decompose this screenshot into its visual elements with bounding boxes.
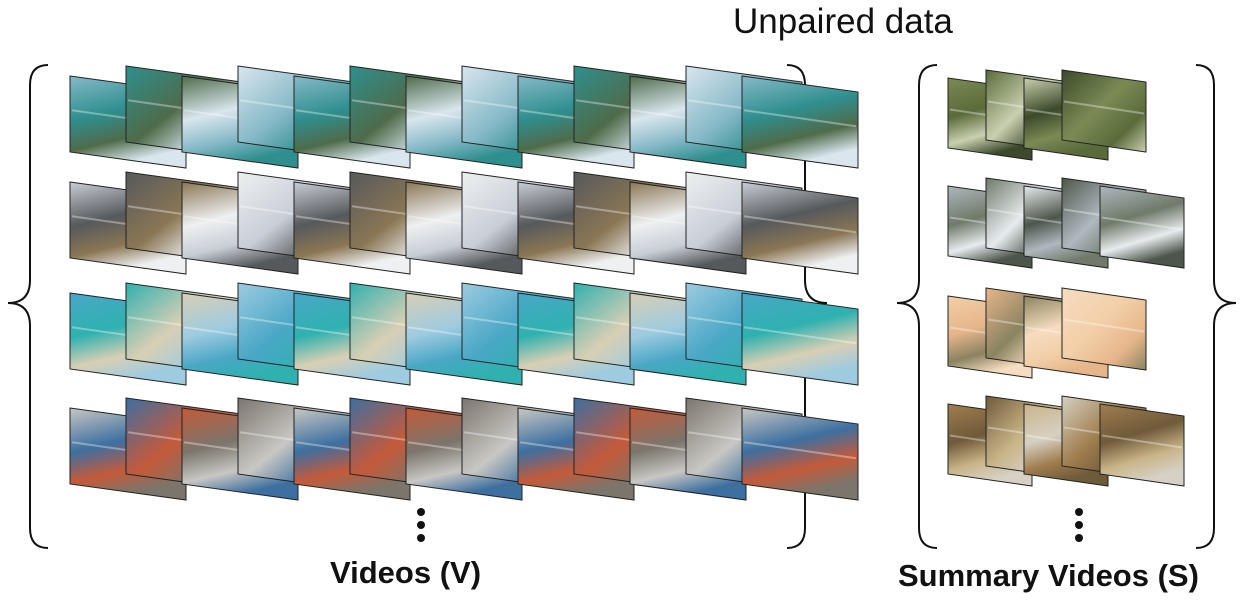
frame-horizon <box>1063 100 1145 115</box>
videos-row-pier-harbor-construction <box>69 171 859 275</box>
frame-horizon <box>1101 216 1183 231</box>
video-frame <box>741 292 859 386</box>
video-frame <box>741 75 859 169</box>
summary-row-flight-wing <box>947 177 1185 269</box>
frame-horizon <box>743 326 857 345</box>
videos-row-amusement-park <box>69 397 859 501</box>
videos-ellipsis <box>417 508 425 542</box>
summary-ellipsis <box>1075 508 1083 542</box>
video-frame <box>741 407 859 501</box>
videos-collection <box>69 65 859 501</box>
summary-row-forest <box>947 69 1147 161</box>
video-frame <box>741 181 859 275</box>
frame-horizon <box>1101 434 1183 449</box>
video-frame <box>1099 185 1185 269</box>
video-frame <box>1061 69 1147 153</box>
figure-title: Unpaired data <box>733 2 953 41</box>
frame-horizon <box>1063 318 1145 333</box>
summary-right-brace <box>1195 64 1237 549</box>
summary-left-brace <box>896 64 938 549</box>
summary-collection <box>947 69 1185 487</box>
frame-horizon <box>743 441 857 460</box>
frame-horizon <box>743 215 857 234</box>
videos-right-brace <box>786 64 828 549</box>
summary-row-autumn-yard <box>947 395 1185 487</box>
videos-left-brace <box>7 64 49 549</box>
summary-videos-label: Summary Videos (S) <box>898 558 1199 593</box>
video-frame <box>1099 403 1185 487</box>
frame-horizon <box>743 109 857 128</box>
videos-label: Videos (V) <box>330 555 482 590</box>
videos-row-lake-mountains <box>69 65 859 169</box>
video-frame <box>1061 287 1147 371</box>
videos-row-beach-ocean <box>69 282 859 386</box>
summary-row-sunset-skyline <box>947 287 1147 379</box>
